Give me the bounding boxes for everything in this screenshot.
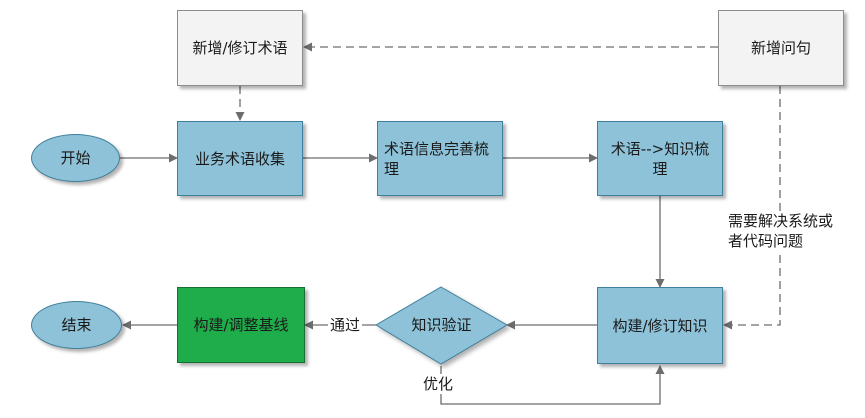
add-term-node-label: 新增/修订术语 [192,39,288,57]
baseline-node: 构建/调整基线 [177,287,305,363]
add-question-node-label: 新增问句 [750,39,811,57]
edge-verify-optimize-loop [440,365,665,405]
refine-node: 术语信息完善梳理 [377,121,503,196]
term-to-knowledge-node-label: 术语-->知识梳理 [610,139,710,178]
collect-node: 业务术语收集 [177,121,303,196]
edge-label-pass: 通过 [328,315,363,335]
edge-label-optimize: 优化 [421,374,456,394]
term-to-knowledge-node: 术语-->知识梳理 [597,121,723,196]
edge-question-build-dashed [723,86,781,330]
baseline-node-label: 构建/调整基线 [193,316,289,334]
refine-node-label: 术语信息完善梳理 [384,139,490,178]
build-knowledge-node: 构建/修订知识 [597,287,723,364]
edge-label-need-fix: 需要解决系统或者代码问题 [726,211,836,251]
end-node-label: 结束 [61,316,92,334]
end-node: 结束 [31,301,122,349]
verify-node: 知识验证 [376,305,507,345]
verify-node-label: 知识验证 [411,316,472,334]
build-knowledge-node-label: 构建/修订知识 [612,316,708,335]
start-node: 开始 [31,134,120,182]
start-node-label: 开始 [60,149,91,167]
add-term-node: 新增/修订术语 [177,10,303,86]
verify-diamond-shape [375,286,508,365]
add-question-node: 新增问句 [718,10,844,86]
collect-node-label: 业务术语收集 [194,149,285,168]
